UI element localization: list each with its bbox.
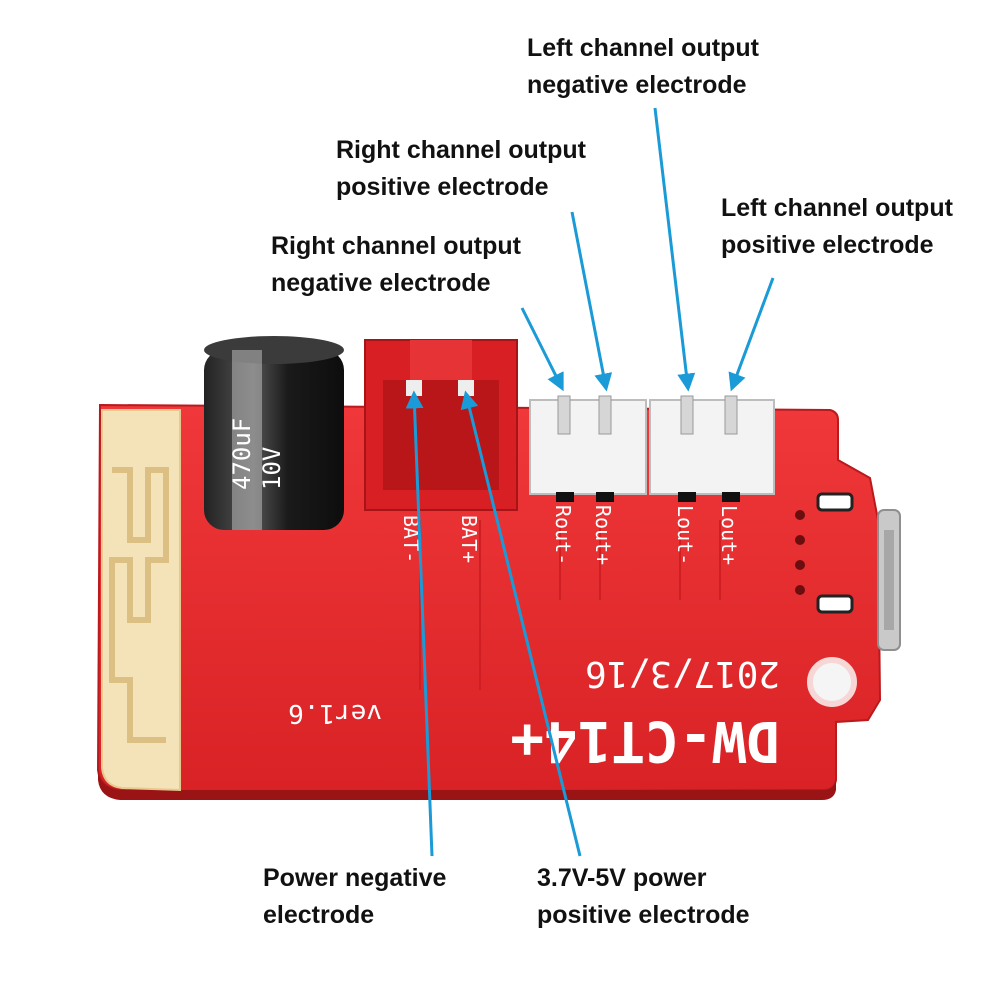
antenna-area	[101, 409, 181, 792]
label-power-positive: 3.7V-5V power positive electrode	[537, 860, 750, 934]
capacitor-marking: 470uF	[228, 418, 256, 490]
label-power-negative: Power negative electrode	[263, 860, 446, 934]
pad-label-lout-minus: Lout-	[673, 505, 697, 565]
label-line: positive electrode	[721, 231, 934, 259]
board-date: 2017/3/16	[585, 653, 780, 694]
arrow-power-positive	[460, 390, 582, 857]
left-output-connector	[649, 395, 775, 495]
label-line: Left channel output	[527, 34, 759, 62]
label-line: Right channel output	[271, 232, 521, 260]
label-line: positive electrode	[537, 901, 750, 929]
led-pad-top	[816, 492, 854, 512]
arrow-right-output-positive	[570, 211, 613, 392]
pad-label-rout-plus: Rout+	[591, 505, 615, 565]
pad-label-lout-plus: Lout+	[717, 505, 741, 565]
power-connector	[364, 339, 518, 511]
label-line: negative electrode	[527, 71, 747, 99]
arrow-right-output-negative	[520, 307, 564, 392]
label-line: negative electrode	[271, 269, 491, 297]
arrow-left-output-negative	[653, 107, 696, 392]
label-line: Right channel output	[336, 136, 586, 164]
label-right-output-positive: Right channel output positive electrode	[336, 132, 586, 206]
label-line: electrode	[263, 901, 375, 929]
electrolytic-capacitor: 470uF 10V	[204, 336, 344, 530]
annotation-arrows	[405, 107, 775, 857]
arrow-power-negative	[405, 390, 434, 857]
mounting-hole	[807, 657, 857, 707]
label-right-output-negative: Right channel output negative electrode	[271, 228, 521, 302]
label-left-output-negative: Left channel output negative electrode	[527, 30, 759, 104]
label-line: 3.7V-5V power	[537, 864, 707, 892]
label-line: Power negative	[263, 864, 447, 892]
antenna-trace	[109, 467, 169, 743]
capacitor-voltage: 10V	[258, 447, 286, 490]
pad-label-bat-plus: BAT+	[457, 515, 481, 563]
arrow-left-output-positive	[728, 277, 775, 392]
label-line: positive electrode	[336, 173, 549, 201]
pcb-edge	[98, 770, 836, 800]
label-line: Left channel output	[721, 194, 953, 222]
led-pad-bottom	[816, 594, 854, 614]
pad-label-rout-minus: Rout-	[551, 505, 575, 565]
right-output-connector	[529, 395, 647, 495]
board-model: DW-CT14+	[510, 708, 780, 773]
board-version: ver1.6	[288, 698, 382, 728]
label-left-output-positive: Left channel output positive electrode	[721, 190, 953, 264]
